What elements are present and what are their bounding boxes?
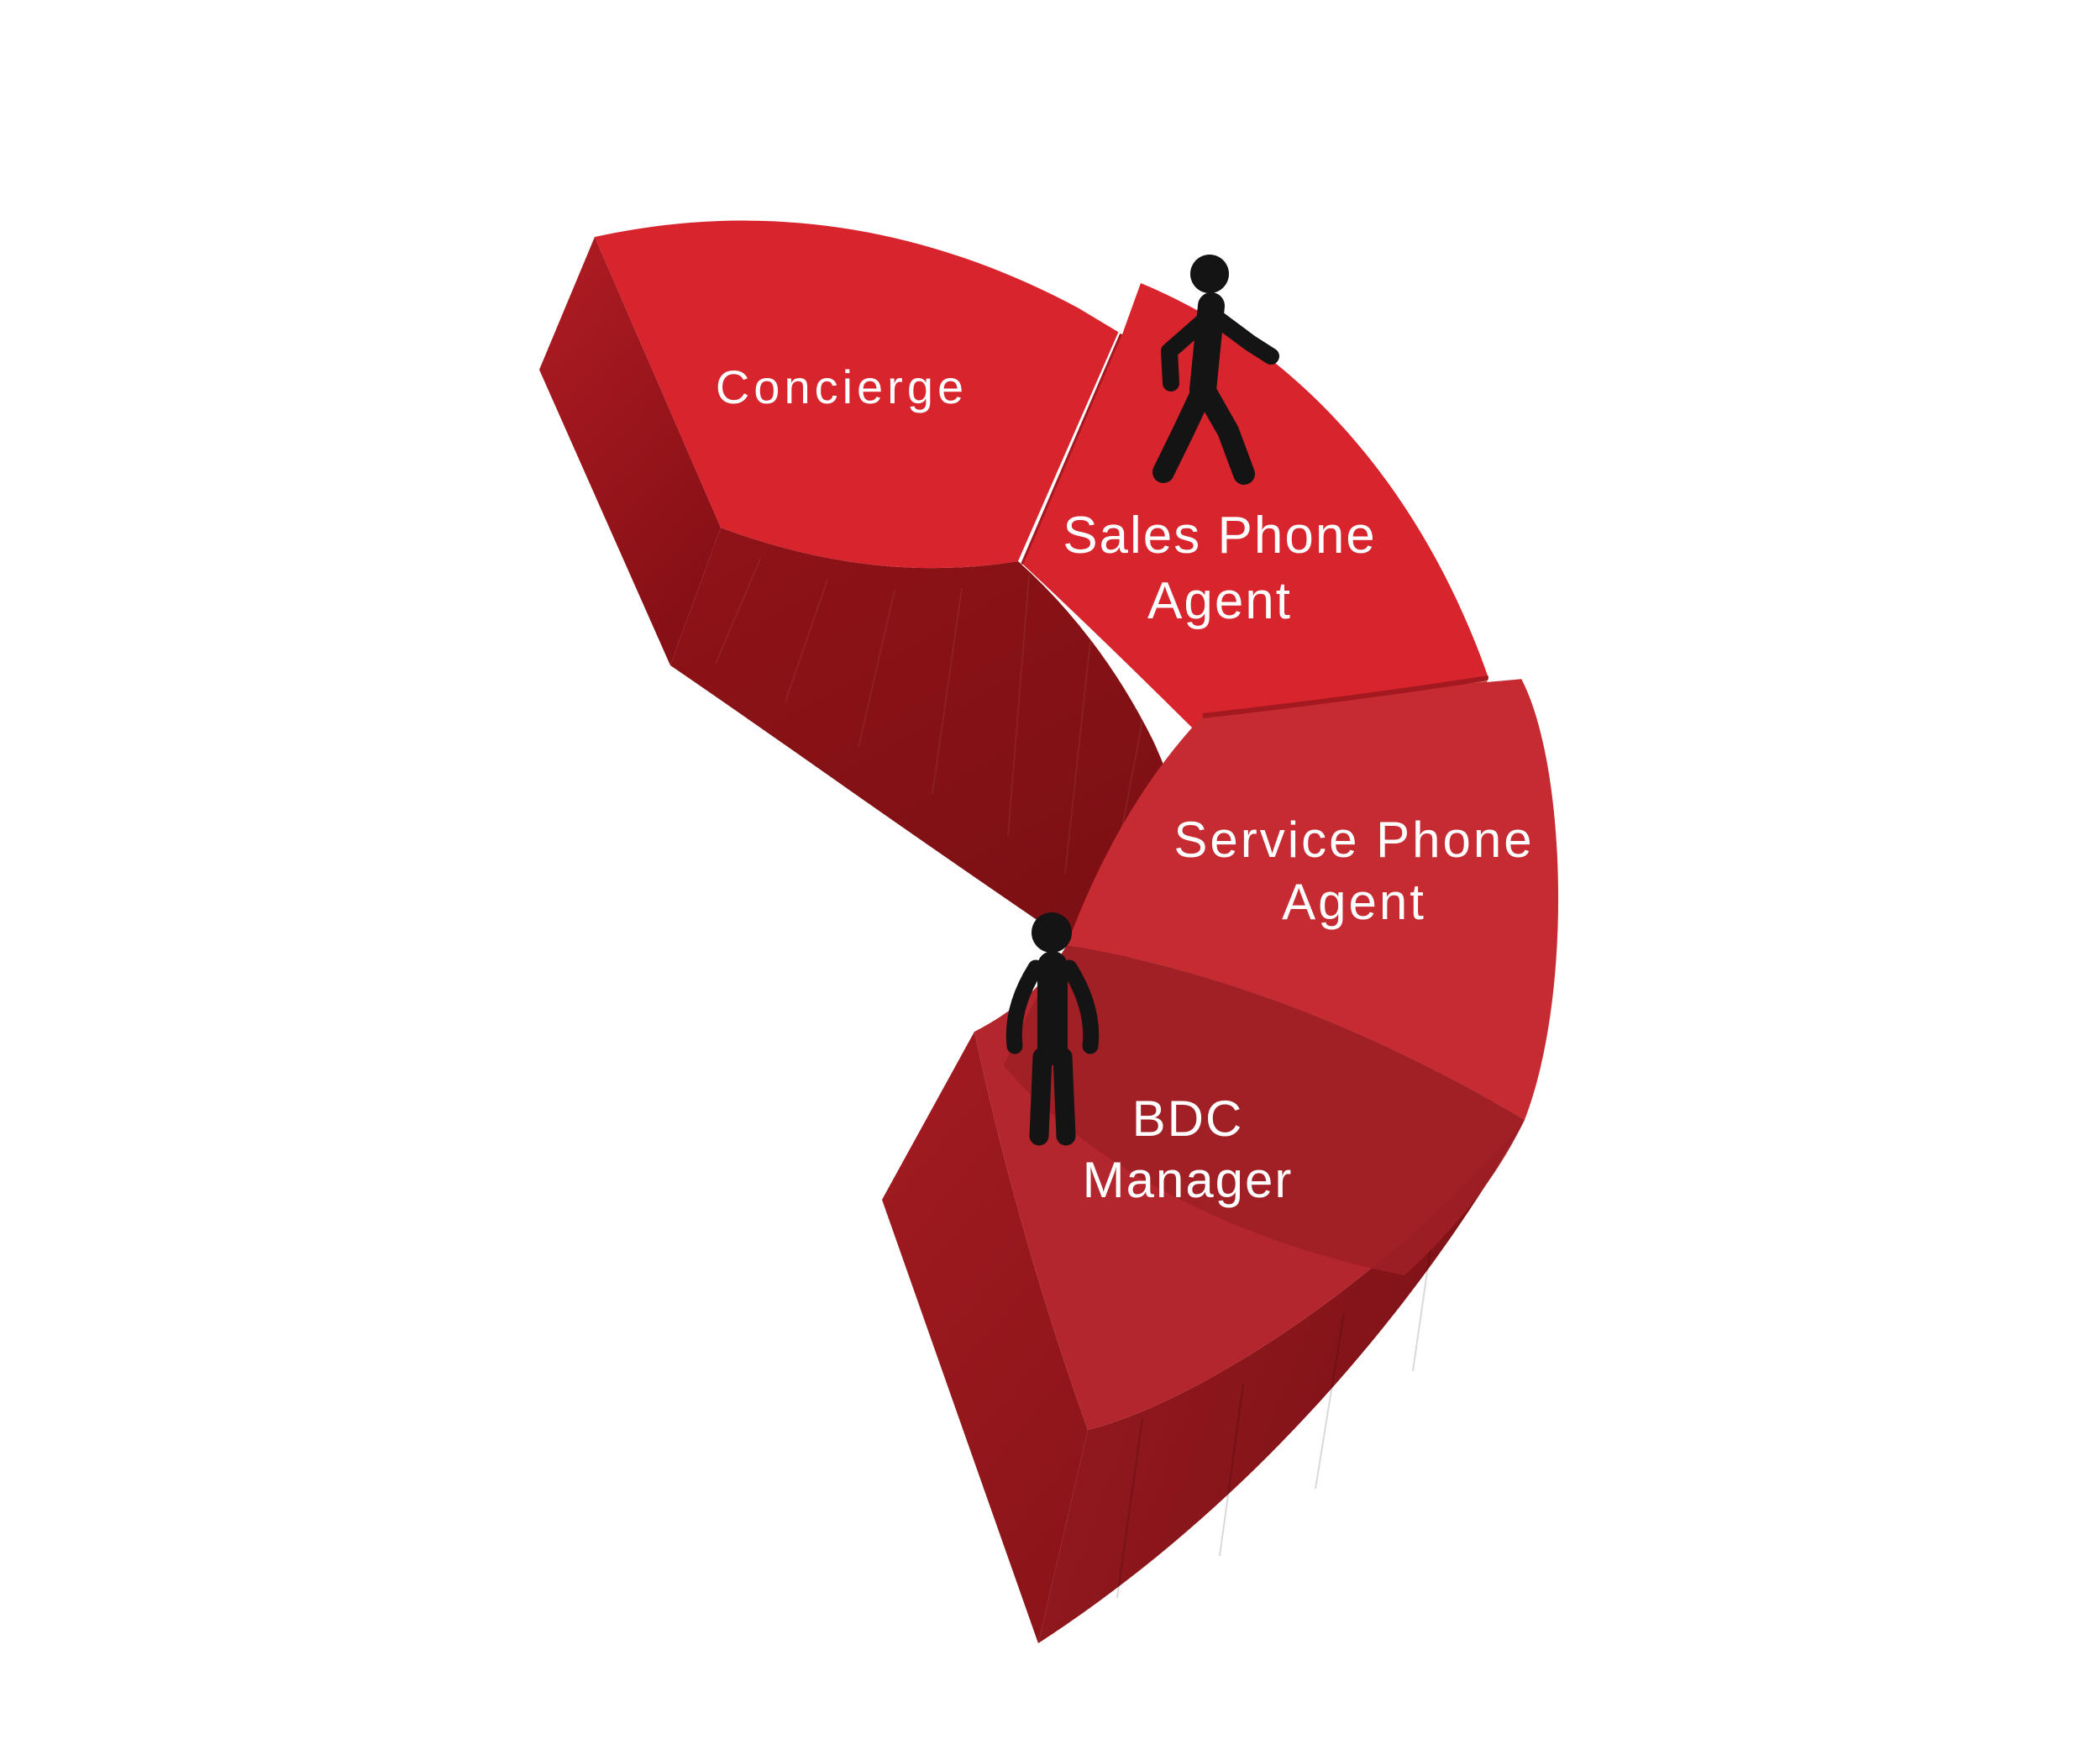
gap-concierge-sales	[1080, 283, 1141, 334]
segment-bdc-shadow	[1004, 945, 1525, 1275]
label-service-line1: Service Phone	[1173, 812, 1534, 868]
standing-person-icon	[1005, 912, 1100, 1146]
segment-concierge-top	[595, 220, 1119, 569]
walking-person-icon	[1152, 255, 1279, 485]
inner-wall-face	[670, 528, 1183, 975]
segment-sales-top	[1023, 283, 1488, 728]
label-bdc-line2: Manager	[1083, 1152, 1294, 1208]
seam-sales-service	[1202, 675, 1489, 718]
segment-concierge-side	[539, 237, 721, 665]
label-concierge: Concierge	[716, 360, 968, 413]
bdc-wall-striations	[1116, 1230, 1434, 1599]
label-service-line2: Agent	[1282, 874, 1426, 930]
gap-sales-service	[1487, 634, 1524, 682]
segment-bdc-side	[882, 1032, 1088, 1643]
label-sales-line2: Agent	[1147, 572, 1292, 630]
label-bdc-line1: BDC	[1132, 1090, 1244, 1147]
segment-service-top	[1067, 677, 1559, 1120]
label-sales-line1: Sales Phone	[1063, 507, 1377, 565]
